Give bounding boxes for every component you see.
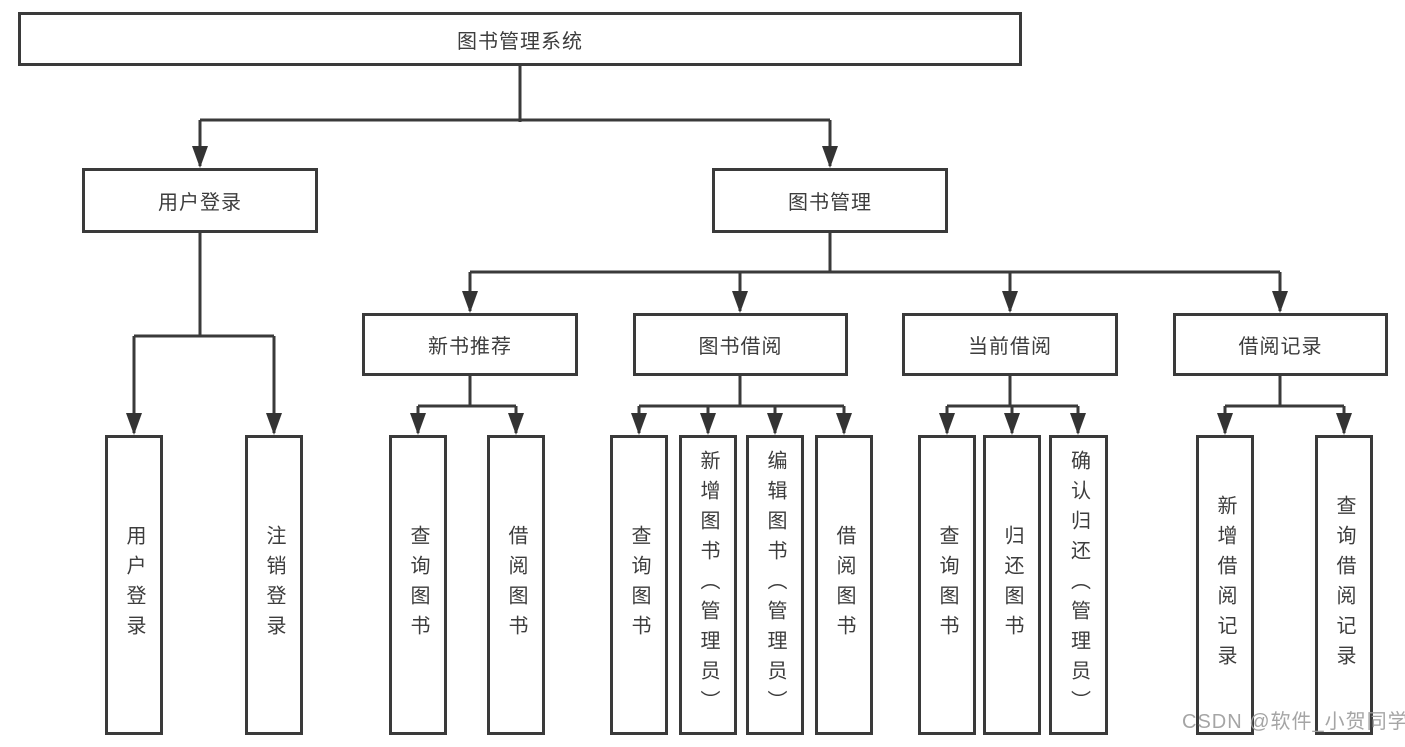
node-borrow-books-recommend-label: 借阅图书 — [505, 525, 527, 645]
node-current-borrowing-label: 当前借阅 — [968, 336, 1052, 358]
node-add-books-admin-label: 新增图书（管理员） — [697, 450, 719, 720]
node-query-books-recommend-label: 查询图书 — [407, 525, 429, 645]
node-confirm-return-admin-label: 确认归还（管理员） — [1067, 450, 1090, 720]
node-return-books: 归还图书 — [983, 435, 1041, 735]
node-query-borrowing-record-label: 查询借阅记录 — [1333, 495, 1355, 675]
node-query-books-current: 查询图书 — [918, 435, 976, 735]
node-current-borrowing: 当前借阅 — [902, 313, 1118, 376]
node-library-system: 图书管理系统 — [18, 12, 1022, 66]
node-query-books-borrowing: 查询图书 — [610, 435, 668, 735]
node-user-login-action: 用户登录 — [105, 435, 163, 735]
node-return-books-label: 归还图书 — [1001, 525, 1023, 645]
node-borrow-books-borrowing: 借阅图书 — [815, 435, 873, 735]
node-add-books-admin: 新增图书（管理员） — [679, 435, 737, 735]
csdn-watermark: CSDN @软件_小贺同学 — [1182, 711, 1405, 733]
arrowheads — [126, 146, 1352, 435]
node-query-books-current-label: 查询图书 — [936, 525, 958, 645]
node-new-book-recommendation-label: 新书推荐 — [428, 336, 512, 358]
node-library-system-label: 图书管理系统 — [457, 30, 583, 53]
node-query-books-borrowing-label: 查询图书 — [628, 525, 650, 645]
node-add-borrowing-record: 新增借阅记录 — [1196, 435, 1254, 735]
node-logout-action: 注销登录 — [245, 435, 303, 735]
node-new-book-recommendation: 新书推荐 — [362, 313, 578, 376]
node-book-management: 图书管理 — [712, 168, 948, 233]
node-book-borrowing: 图书借阅 — [633, 313, 848, 376]
node-borrowing-records-label: 借阅记录 — [1238, 336, 1323, 358]
node-add-borrowing-record-label: 新增借阅记录 — [1214, 495, 1236, 675]
node-user-login: 用户登录 — [82, 168, 318, 233]
node-edit-books-admin-label: 编辑图书（管理员） — [764, 450, 786, 720]
node-logout-action-label: 注销登录 — [263, 525, 285, 645]
node-user-login-action-label: 用户登录 — [123, 525, 145, 645]
node-edit-books-admin: 编辑图书（管理员） — [746, 435, 804, 735]
node-user-login-label: 用户登录 — [158, 192, 242, 214]
node-borrowing-records: 借阅记录 — [1173, 313, 1388, 376]
node-confirm-return-admin: 确认归还（管理员） — [1049, 435, 1108, 735]
node-borrow-books-borrowing-label: 借阅图书 — [833, 525, 855, 645]
node-book-borrowing-label: 图书借阅 — [698, 336, 783, 358]
node-borrow-books-recommend: 借阅图书 — [487, 435, 545, 735]
node-book-management-label: 图书管理 — [788, 192, 872, 214]
node-query-borrowing-record: 查询借阅记录 — [1315, 435, 1373, 735]
node-query-books-recommend: 查询图书 — [389, 435, 447, 735]
